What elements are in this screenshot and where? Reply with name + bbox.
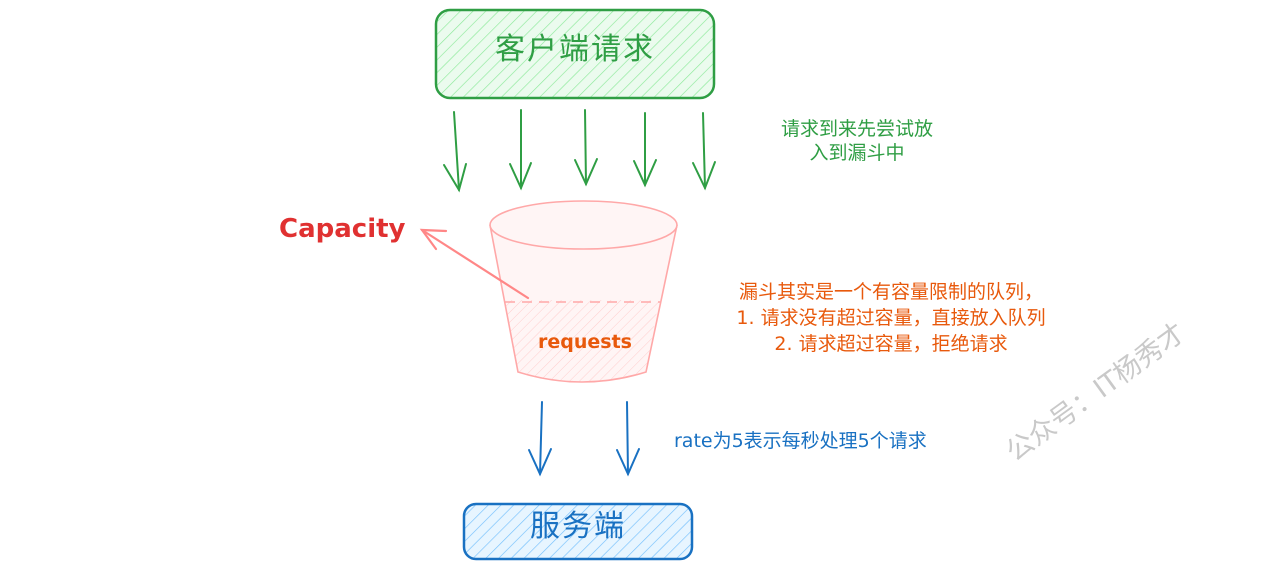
client-label: 客户端请求 [495,32,655,67]
incoming-arrow [509,109,532,191]
arrive-note-line: 入到漏斗中 [809,141,905,164]
arrive-note-line: 请求到来先尝试放 [780,118,933,140]
bucket-note-line: 2. 请求超过容量，拒绝请求 [774,333,1008,356]
incoming-arrow [633,112,657,188]
incoming-arrow [692,112,716,191]
arrive-note: 请求到来先尝试放 入到漏斗中 [752,118,962,166]
requests-label: requests [538,331,632,353]
outgoing-arrow [528,401,552,477]
bucket-note-line: 漏斗其实是一个有容量限制的队列， [738,281,1043,303]
outgoing-arrow [616,401,640,477]
incoming-arrows [443,109,716,193]
server-box [462,502,694,561]
server-label: 服务端 [530,509,626,544]
client-box [434,8,716,100]
incoming-arrow [574,109,598,187]
rate-note: rate为5表示每秒处理5个请求 [674,430,927,452]
outgoing-arrows [528,401,640,477]
bucket-note: 漏斗其实是一个有容量限制的队列， 1. 请求没有超过容量，直接放入队列 2. 请… [708,279,1074,358]
bucket-note-line: 1. 请求没有超过容量，直接放入队列 [736,307,1046,330]
capacity-arrow [419,228,530,300]
incoming-arrow [443,111,467,193]
bucket [489,200,678,383]
capacity-label: Capacity [279,214,406,244]
